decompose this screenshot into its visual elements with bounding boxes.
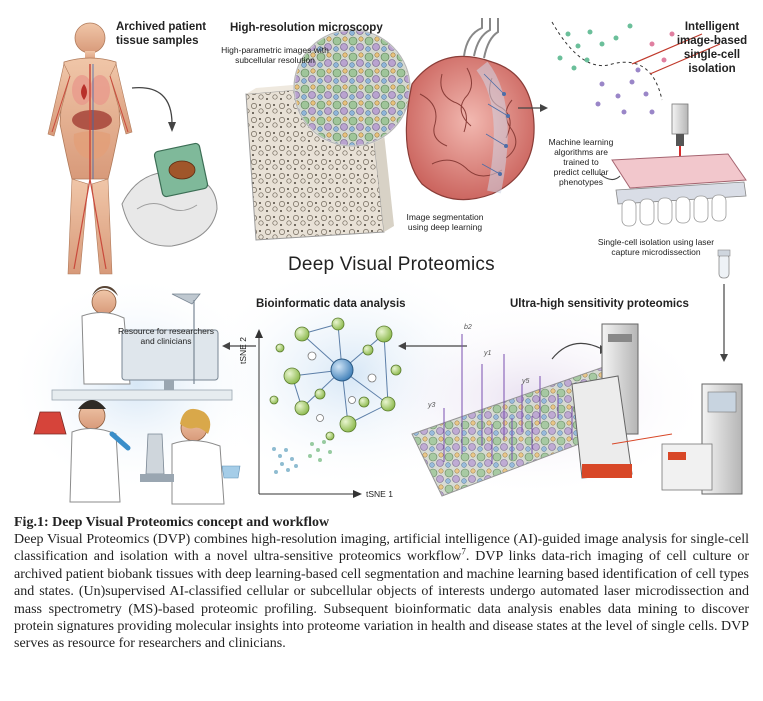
tsne1-axis-label: tSNE 1 (366, 489, 393, 499)
workflow-illustration-svg (7, 18, 747, 505)
isolation-title-line1: Intelligent (684, 21, 740, 33)
protein-network-plot (255, 317, 402, 498)
ml-label-line4: predict cellular (553, 167, 609, 177)
microscopy-subtitle-line1: High-parametric images with (221, 45, 329, 55)
figure-caption: Fig.1: Deep Visual Proteomics concept an… (14, 514, 749, 653)
tissue-title-line2: tissue samples (116, 35, 199, 47)
ml-label-line2: algorithms are (554, 147, 608, 157)
isolation-title-line2: image-based (676, 35, 748, 47)
ml-label: Machine learning algorithms are trained … (540, 137, 622, 187)
lcm-label-line2: capture microdissection (611, 247, 701, 257)
center-title: Deep Visual Proteomics (288, 254, 495, 275)
segmentation-label: Image segmentation using deep learning (390, 212, 500, 232)
resource-label-line2: and clinicians (140, 336, 192, 346)
ml-label-line3: trained to (563, 157, 599, 167)
figure-illustration: Archived patient tissue samples High-res… (7, 4, 752, 510)
sample-tube (717, 249, 731, 362)
bioinformatics-title: Bioinformatic data analysis (256, 298, 406, 310)
microscopy-subtitle-line2: subcellular resolution (235, 55, 315, 65)
caption-body-text: Deep Visual Proteomics (DVP) combines hi… (14, 532, 749, 565)
brain-deep-learning (405, 55, 535, 201)
arrow-tissue-to-slide (131, 87, 173, 125)
ion-label-y1: y1 (484, 350, 492, 357)
caption-body-text-continued: . DVP links data-rich imaging of cell cu… (14, 549, 749, 652)
human-anatomy-figure (47, 22, 133, 275)
tissue-title: Archived patient tissue samples (116, 20, 206, 48)
lcm-label-line1: Single-cell isolation using laser (597, 237, 715, 247)
resource-label: Resource for researchers and clinicians (116, 326, 216, 346)
ml-label-line1: Machine learning (548, 137, 614, 147)
researchers-illustration (33, 286, 241, 505)
ion-label-b2: b2 (464, 324, 472, 331)
segmentation-label-line1: Image segmentation (406, 212, 484, 222)
hand-holding-slide (121, 142, 218, 247)
caption-reference: 7 (461, 546, 466, 557)
isolation-title-line4: isolation (688, 63, 736, 75)
proteomics-title: Ultra-high sensitivity proteomics (510, 298, 689, 310)
segmented-cells-magnification (293, 29, 411, 147)
ion-label-y5: y5 (522, 378, 530, 385)
laser-microdissection-setup (611, 33, 747, 227)
lcm-label: Single-cell isolation using laser captur… (576, 237, 736, 257)
segmentation-label-line2: using deep learning (407, 222, 483, 232)
microscopy-title: High-resolution microscopy (230, 22, 383, 34)
isolation-title: Intelligent image-based single-cell isol… (672, 20, 752, 76)
caption-body: Deep Visual Proteomics (DVP) combines hi… (14, 531, 749, 653)
tsne2-axis-label: tSNE 2 (238, 337, 248, 364)
ion-label-y3: y3 (428, 402, 436, 409)
ml-classification-scatter (551, 21, 675, 115)
ml-label-line5: phenotypes (559, 177, 603, 187)
isolation-title-line3: single-cell (683, 49, 741, 61)
resource-label-line1: Resource for researchers (118, 326, 214, 336)
caption-title: Fig.1: Deep Visual Proteomics concept an… (14, 515, 330, 530)
microscopy-subtitle: High-parametric images with subcellular … (208, 45, 342, 65)
tissue-title-line1: Archived patient (116, 21, 207, 33)
mass-spectrometer (571, 323, 743, 495)
